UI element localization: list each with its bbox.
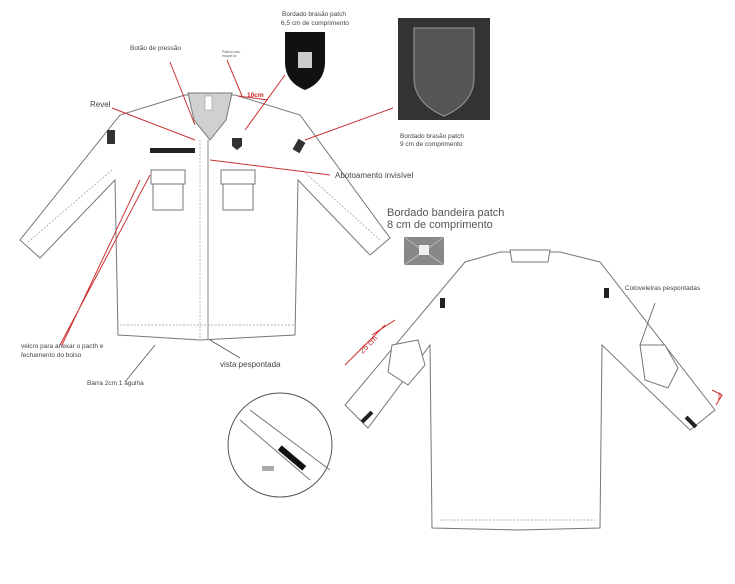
elbow-patch-right	[639, 344, 679, 389]
large-patch-title: Bordado brasão patch	[400, 133, 464, 140]
elbow-patch-left	[387, 339, 426, 386]
placket-label: vista pespontada	[220, 360, 281, 369]
front-jacket	[19, 92, 391, 341]
small-patch-size: 6,5 cm de comprimento	[281, 20, 349, 27]
hem-label: Barra 2cm 1 agulha	[87, 380, 144, 387]
flag-patch-size: 8 cm de comprimento	[387, 219, 493, 231]
back-jacket	[344, 249, 716, 531]
lapel-label: Revel	[90, 100, 111, 109]
chest-badge	[232, 138, 242, 150]
flag-patch-title: Bordado bandeira patch	[387, 207, 505, 219]
velcro-label-line1: velcro para anexar o pacth e	[21, 343, 104, 350]
cuff-measure: 5cm	[717, 392, 722, 400]
name-tape-velcro	[150, 148, 195, 153]
elbow-patches-label: Cotoveleiras pespontadas	[625, 285, 701, 292]
small-patch-title: Bordado brasão patch	[282, 11, 346, 18]
cuff-detail-circle	[227, 392, 333, 498]
hidden-buttons-label: Abotoamento invisível	[335, 171, 414, 180]
large-patch-size: 9 cm de comprimento	[400, 141, 463, 148]
velcro-label-line2: fechamento do bolso	[21, 352, 82, 359]
snap-button-label: Botão de pressão	[130, 45, 181, 52]
shoulder-strap-label: Platina lado esquerdo	[222, 50, 241, 58]
strap-measure: 10cm	[247, 92, 264, 99]
